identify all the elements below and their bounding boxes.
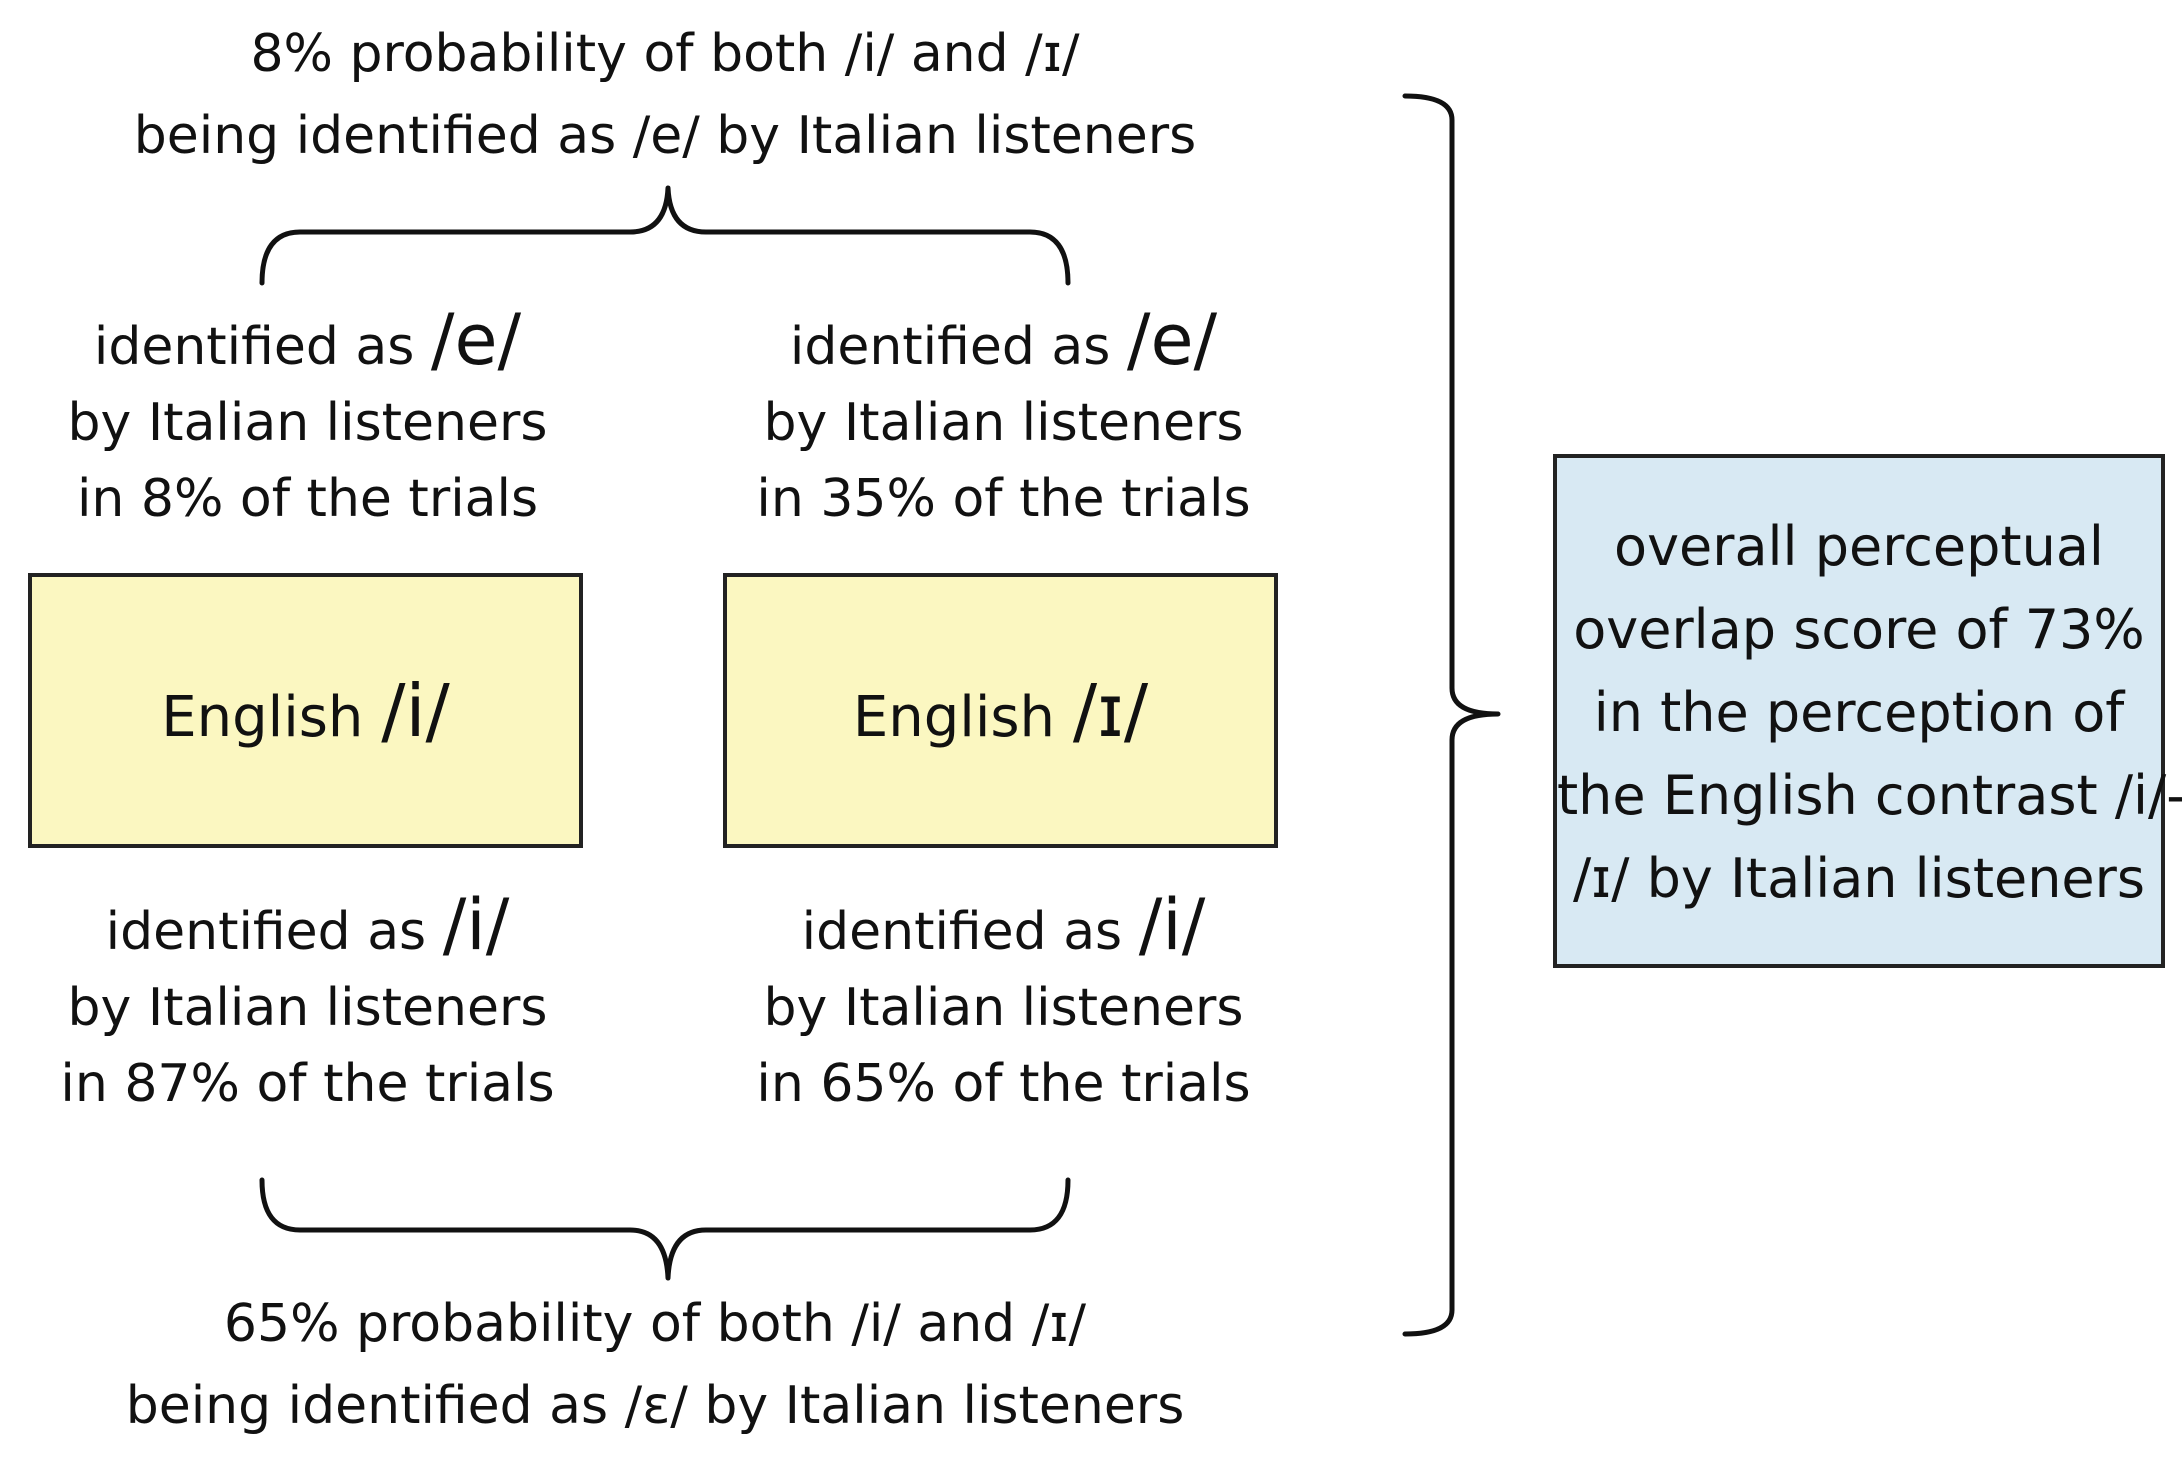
top-note-line-1: 8% probability of both /i/ and /ɪ/ xyxy=(250,24,1080,84)
left-bottom-prefix: identified as xyxy=(105,902,443,962)
left-top-line-1: identified as /e/ xyxy=(30,305,585,375)
english-i-symbol: /i/ xyxy=(381,668,450,753)
left-bottom-line-3: in 87% of the trials xyxy=(60,1054,555,1114)
summary-line-1: overall perceptual xyxy=(1614,515,2104,578)
top-probability-note: 8% probability of both /i/ and /ɪ/ being… xyxy=(0,28,1330,168)
english-i-label: English /i/ xyxy=(161,669,450,753)
english-ih-label: English /ɪ/ xyxy=(853,669,1148,753)
english-ih-symbol: /ɪ/ xyxy=(1072,668,1149,753)
english-ih-prefix: English xyxy=(852,684,1073,750)
top-brace xyxy=(259,185,1071,286)
left-top-prefix: identified as xyxy=(93,317,431,377)
left-top-identification: identified as /e/ by Italian listeners i… xyxy=(30,305,585,535)
english-ih-box: English /ɪ/ xyxy=(723,573,1278,848)
left-top-symbol: /e/ xyxy=(430,299,522,381)
bottom-brace xyxy=(259,1177,1071,1281)
top-note-line-2: being identified as /e/ by Italian liste… xyxy=(133,106,1197,166)
right-top-line-3: in 35% of the trials xyxy=(756,469,1251,529)
bottom-note-line-2: being identified as /ɛ/ by Italian liste… xyxy=(125,1376,1185,1436)
overlap-score-box: overall perceptual overlap score of 73% … xyxy=(1553,454,2182,968)
right-top-prefix: identified as xyxy=(789,317,1127,377)
right-top-identification: identified as /e/ by Italian listeners i… xyxy=(726,305,1281,535)
english-i-prefix: English xyxy=(161,684,382,750)
right-top-line-1: identified as /e/ xyxy=(726,305,1281,375)
right-brace xyxy=(1402,93,1501,1337)
left-top-line-3: in 8% of the trials xyxy=(76,469,539,529)
english-i-box: English /i/ xyxy=(28,573,583,848)
right-top-line-2: by Italian listeners xyxy=(763,393,1244,453)
bottom-probability-note: 65% probability of both /i/ and /ɪ/ bein… xyxy=(0,1298,1310,1448)
left-top-line-2: by Italian listeners xyxy=(67,393,548,453)
right-bottom-line-2: by Italian listeners xyxy=(763,978,1244,1038)
summary-line-4: the English contrast /i/- xyxy=(1557,764,2182,827)
right-bottom-line-3: in 65% of the trials xyxy=(756,1054,1251,1114)
left-bottom-symbol: /i/ xyxy=(442,884,510,966)
right-bottom-symbol: /i/ xyxy=(1138,884,1206,966)
left-bottom-line-2: by Italian listeners xyxy=(67,978,548,1038)
left-bottom-identification: identified as /i/ by Italian listeners i… xyxy=(30,890,585,1120)
summary-line-2: overlap score of 73% xyxy=(1573,598,2145,661)
summary-line-3: in the perception of xyxy=(1593,681,2125,744)
summary-line-5: /ɪ/ by Italian listeners xyxy=(1572,847,2145,910)
right-bottom-identification: identified as /i/ by Italian listeners i… xyxy=(726,890,1281,1120)
right-bottom-line-1: identified as /i/ xyxy=(726,890,1281,960)
right-top-symbol: /e/ xyxy=(1126,299,1218,381)
right-bottom-prefix: identified as xyxy=(801,902,1139,962)
left-bottom-line-1: identified as /i/ xyxy=(30,890,585,960)
bottom-note-line-1: 65% probability of both /i/ and /ɪ/ xyxy=(223,1294,1087,1354)
